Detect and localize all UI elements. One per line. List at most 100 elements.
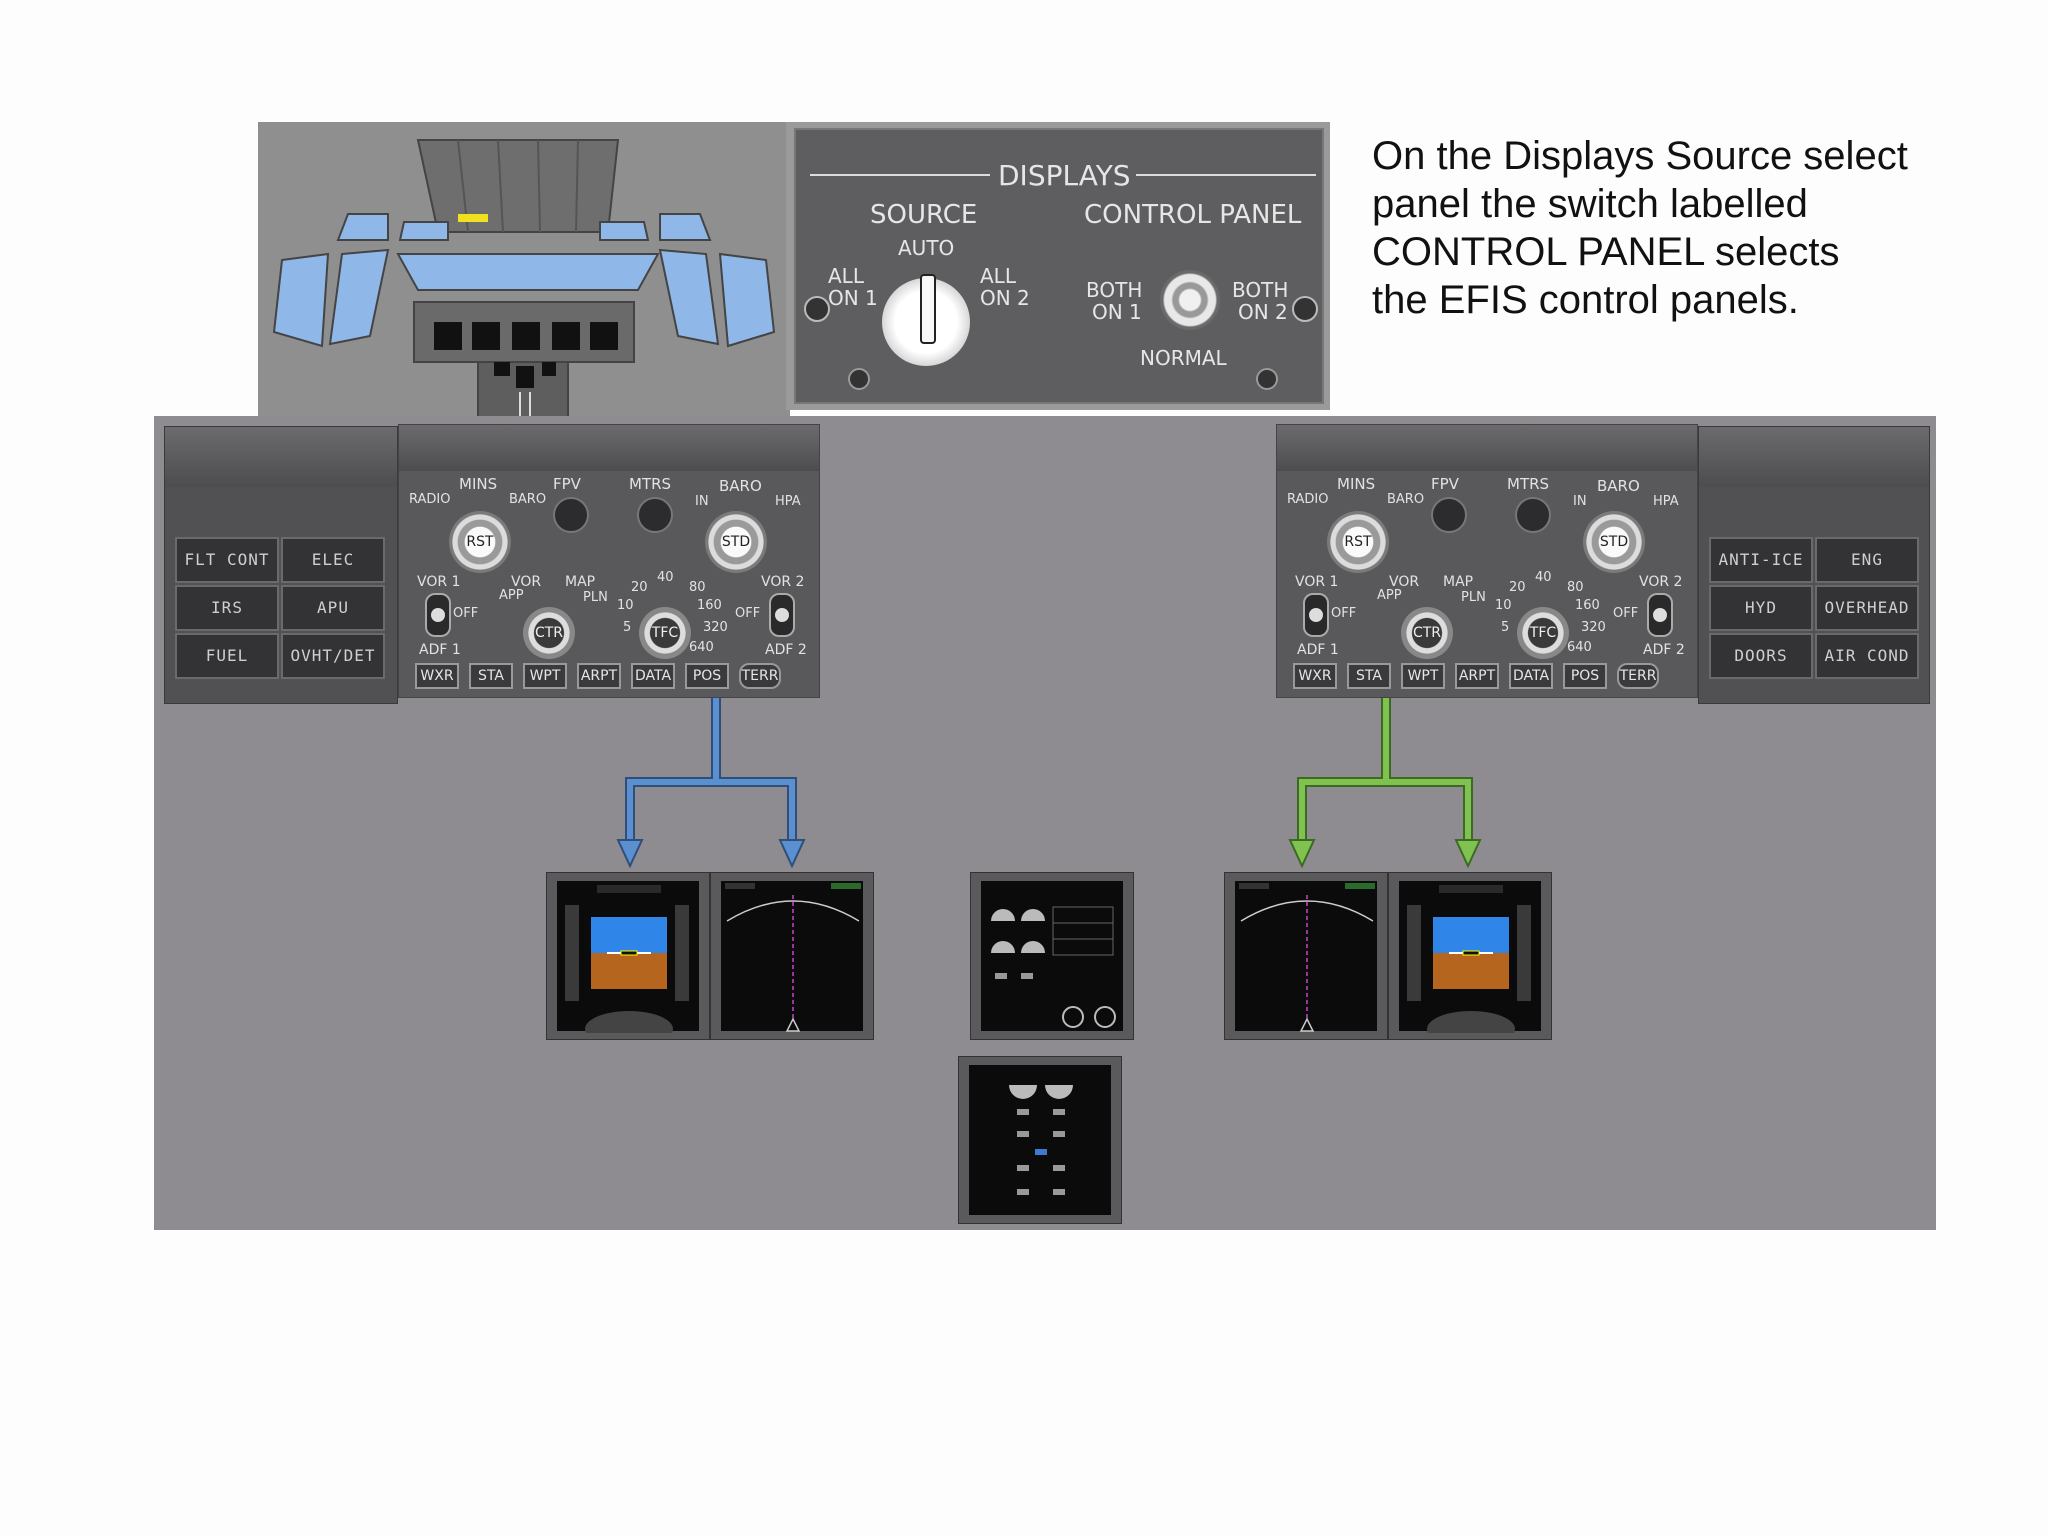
doors-button[interactable]: DOORS <box>1709 633 1813 679</box>
irs-button[interactable]: IRS <box>175 585 279 631</box>
range-80-label: 80 <box>1567 580 1584 595</box>
mins-label: MINS <box>459 475 498 493</box>
range-40-label: 40 <box>1535 570 1552 585</box>
overhead-button[interactable]: OVERHEAD <box>1815 585 1919 631</box>
vor-adf-2-switch[interactable] <box>1647 593 1673 637</box>
arpt-button[interactable]: ARPT <box>577 663 621 689</box>
apu-button[interactable]: APU <box>281 585 385 631</box>
ctr-label: CTR <box>534 625 564 641</box>
fpv-button[interactable] <box>1431 497 1467 533</box>
fpv-button[interactable] <box>553 497 589 533</box>
nd-screen <box>1235 881 1377 1032</box>
mins-knob[interactable]: RST <box>1327 511 1389 573</box>
control-panel-label: CONTROL PANEL <box>1084 200 1302 230</box>
arpt-button[interactable]: ARPT <box>1455 663 1499 689</box>
ovht-det-button[interactable]: OVHT/DET <box>281 633 385 679</box>
displays-source-panel: DISPLAYS SOURCE CONTROL PANEL AUTO ALL O… <box>794 128 1324 404</box>
in-label: IN <box>1573 494 1587 509</box>
range-40-label: 40 <box>657 570 674 585</box>
source-selector-knob[interactable] <box>882 274 970 366</box>
baro-knob[interactable]: STD <box>1583 511 1645 573</box>
flt-cont-button[interactable]: FLT CONT <box>175 537 279 583</box>
control-normal-label: NORMAL <box>1140 346 1227 370</box>
adf2-label: ADF 2 <box>1643 642 1685 658</box>
range-20-label: 20 <box>1509 580 1526 595</box>
lower-eicas-graphic <box>1009 1085 1073 1195</box>
baro-knob[interactable]: STD <box>705 511 767 573</box>
sta-button[interactable]: STA <box>1347 663 1391 689</box>
mins-label: MINS <box>1337 475 1376 493</box>
control-panel-selector-knob[interactable] <box>1160 270 1220 330</box>
vor-adf-2-switch[interactable] <box>769 593 795 637</box>
eicas-graphic <box>991 906 1116 1028</box>
displays-title: DISPLAYS <box>998 159 1131 192</box>
tfc-label: TFC <box>651 625 679 641</box>
wxr-button[interactable]: WXR <box>415 663 459 689</box>
range-10-label: 10 <box>1495 598 1512 613</box>
glareshield-grip <box>1277 425 1697 471</box>
map-mode-label: MAP <box>565 574 596 590</box>
data-button[interactable]: DATA <box>1509 663 1553 689</box>
panel-screw <box>848 368 870 390</box>
tfc-label: TFC <box>1529 625 1557 641</box>
control-both-label: BOTH <box>1086 278 1143 302</box>
sta-button[interactable]: STA <box>469 663 513 689</box>
wpt-button[interactable]: WPT <box>1401 663 1445 689</box>
pos-button[interactable]: POS <box>685 663 729 689</box>
vor-adf-1-switch[interactable] <box>425 593 451 637</box>
left-selector-grid: FLT CONT ELEC IRS APU FUEL OVHT/DET <box>175 537 385 679</box>
pos-button[interactable]: POS <box>1563 663 1607 689</box>
range-selector-knob[interactable]: TFC <box>1517 607 1569 659</box>
source-on1-label: ON 1 <box>828 286 878 310</box>
app-mode-label: APP <box>499 588 524 603</box>
caption-line: CONTROL PANEL selects <box>1372 230 1840 274</box>
source-knob-pointer <box>920 274 936 344</box>
title-rule-right <box>1136 174 1316 176</box>
title-rule-left <box>810 174 990 176</box>
range-640-label: 640 <box>689 640 714 655</box>
vor-adf-1-switch[interactable] <box>1303 593 1329 637</box>
terr-button[interactable]: TERR <box>1617 663 1659 689</box>
efis-control-panel-right: MINS RADIO BARO RST FPV MTRS BARO IN HPA… <box>1276 424 1698 698</box>
off-label: OFF <box>453 606 479 621</box>
mtrs-button[interactable] <box>637 497 673 533</box>
first-officer-primary-flight-display <box>1388 872 1552 1047</box>
off-label: OFF <box>735 606 761 621</box>
vor-mode-label: VOR <box>1389 574 1420 590</box>
caption-line: panel the switch labelled <box>1372 182 1808 226</box>
mtrs-button[interactable] <box>1515 497 1551 533</box>
terr-button[interactable]: TERR <box>739 663 781 689</box>
mins-knob[interactable]: RST <box>449 511 511 573</box>
range-640-label: 640 <box>1567 640 1592 655</box>
mtrs-label: MTRS <box>1507 475 1550 493</box>
hpa-label: HPA <box>1653 494 1679 509</box>
hyd-button[interactable]: HYD <box>1709 585 1813 631</box>
vor-mode-label: VOR <box>511 574 542 590</box>
mode-selector-knob[interactable]: CTR <box>1401 607 1453 659</box>
wpt-button[interactable]: WPT <box>523 663 567 689</box>
eng-button[interactable]: ENG <box>1815 537 1919 583</box>
glareshield-grip <box>165 427 397 487</box>
range-5-label: 5 <box>623 620 632 635</box>
flight-deck-thumbnail <box>258 122 790 418</box>
pfd-screen <box>1399 881 1541 1047</box>
adf1-label: ADF 1 <box>419 642 461 658</box>
anti-ice-button[interactable]: ANTI-ICE <box>1709 537 1813 583</box>
range-20-label: 20 <box>631 580 648 595</box>
off-label: OFF <box>1613 606 1639 621</box>
fpv-label: FPV <box>1431 475 1459 493</box>
elec-button[interactable]: ELEC <box>281 537 385 583</box>
range-selector-knob[interactable]: TFC <box>639 607 691 659</box>
lower-eicas-display <box>958 1056 1122 1224</box>
mode-selector-knob[interactable]: CTR <box>523 607 575 659</box>
data-button[interactable]: DATA <box>631 663 675 689</box>
panel-screw <box>1256 368 1278 390</box>
air-cond-button[interactable]: AIR COND <box>1815 633 1919 679</box>
wxr-button[interactable]: WXR <box>1293 663 1337 689</box>
adf2-label: ADF 2 <box>765 642 807 658</box>
baro-label: BARO <box>1597 477 1640 495</box>
lower-eicas-screen <box>969 1065 1111 1215</box>
caption-text: On the Displays Source select panel the … <box>1372 132 2022 324</box>
fuel-button[interactable]: FUEL <box>175 633 279 679</box>
rst-label: RST <box>466 534 494 550</box>
